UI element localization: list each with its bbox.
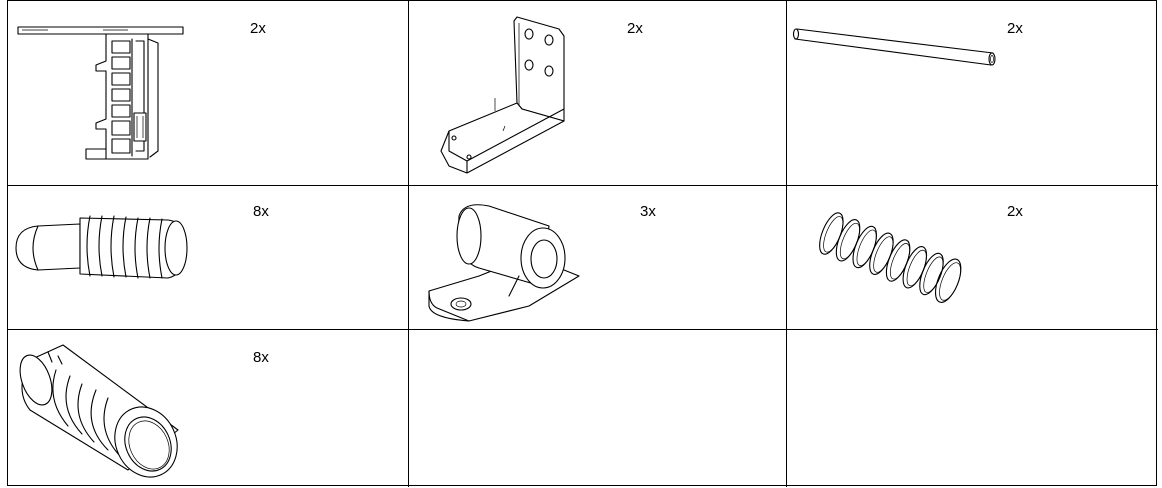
coil-spring-icon [787,186,1158,330]
part-cell-bracket-rail: 2x [8,1,409,186]
rail-bracket-icon [8,1,409,186]
rod-icon [787,1,1158,186]
pipe-clamp-icon [409,186,787,330]
quantity-label: 3x [640,203,656,220]
part-cell-empty [409,330,787,487]
parts-table: 2x 2x 2x [7,0,1158,487]
part-cell-angle-bracket: 2x [409,1,787,186]
part-cell-pipe-clamp: 3x [409,186,787,330]
part-cell-rod: 2x [787,1,1158,186]
part-cell-grooved-pin: 8x [8,186,409,330]
grooved-pin-icon [8,186,409,330]
quantity-label: 2x [1007,20,1023,37]
quantity-label: 2x [1007,203,1023,220]
angle-bracket-icon [409,1,787,186]
quantity-label: 8x [253,203,269,220]
part-cell-sleeve-bushing: 8x [8,330,409,487]
sleeve-bushing-icon [8,330,409,487]
part-cell-spring: 2x [787,186,1158,330]
part-cell-empty [787,330,1158,487]
quantity-label: 8x [253,349,269,366]
quantity-label: 2x [250,20,266,37]
quantity-label: 2x [627,20,643,37]
